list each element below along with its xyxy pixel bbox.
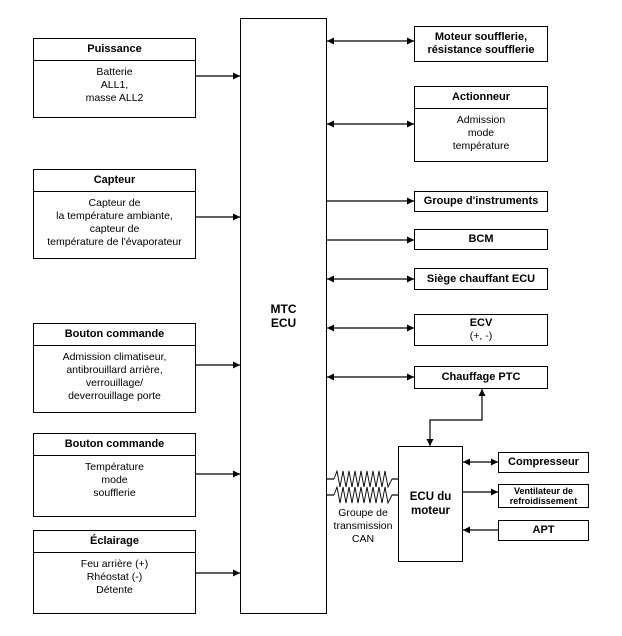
input-title: Capteur: [34, 170, 195, 192]
input-title: Éclairage: [34, 531, 195, 553]
output-title: Actionneur: [415, 87, 547, 109]
input-body: Température mode soufflerie: [85, 461, 144, 499]
output-ptc: Chauffage PTC: [414, 366, 548, 389]
output-cluster: Groupe d'instruments: [414, 191, 548, 212]
mtc-ecu-label: MTC ECU: [270, 302, 297, 330]
output-label: Compresseur: [508, 456, 579, 468]
engine-ecu-box: ECU du moteur: [398, 446, 463, 562]
output-label: Chauffage PTC: [441, 371, 521, 383]
input-puissance: Puissance Batterie ALL1, masse ALL2: [33, 38, 196, 118]
input-bouton-commande-2: Bouton commande Température mode souffle…: [33, 433, 196, 517]
input-title: Bouton commande: [34, 434, 195, 456]
input-body: Batterie ALL1, masse ALL2: [85, 66, 144, 104]
input-body: Capteur de la température ambiante, capt…: [47, 197, 182, 248]
input-title: Bouton commande: [34, 324, 195, 346]
ecv-title: ECV: [469, 317, 493, 329]
output-label: APT: [532, 524, 555, 536]
output-fan: Ventilateur de refroidissement: [498, 484, 589, 508]
engine-ecu-label: ECU du moteur: [409, 491, 452, 517]
output-label: Ventilateur de refroidissement: [509, 486, 578, 506]
output-body: Admission mode température: [452, 114, 510, 152]
can-spring-bottom: [333, 485, 393, 505]
output-label: BCM: [468, 233, 494, 245]
can-spring-top: [333, 469, 393, 489]
input-body: Admission climatiseur, antibrouillard ar…: [62, 351, 167, 402]
input-eclairage: Éclairage Feu arrière (+) Rhéostat (-) D…: [33, 530, 196, 614]
input-title: Puissance: [34, 39, 195, 61]
output-label: Groupe d'instruments: [423, 195, 539, 207]
output-actionneur: Actionneur Admission mode température: [414, 86, 548, 162]
output-bcm: BCM: [414, 229, 548, 250]
mtc-ecu-box: [240, 18, 327, 614]
arrow-ptc-engine: [426, 389, 486, 446]
output-compressor: Compresseur: [498, 452, 589, 473]
output-label: Moteur soufflerie, résistance soufflerie: [427, 31, 535, 56]
can-label: Groupe de transmission CAN: [333, 507, 393, 545]
input-capteur: Capteur Capteur de la température ambian…: [33, 169, 196, 259]
input-body: Feu arrière (+) Rhéostat (-) Détente: [80, 558, 149, 596]
ecv-sub: (+, -): [469, 330, 493, 342]
output-apt: APT: [498, 520, 589, 541]
input-bouton-commande-1: Bouton commande Admission climatiseur, a…: [33, 323, 196, 413]
output-label: ECV (+, -): [415, 315, 547, 345]
output-label: Siège chauffant ECU: [426, 272, 536, 285]
output-heated-seat: Siège chauffant ECU: [414, 268, 548, 290]
output-ecv: ECV (+, -): [414, 314, 548, 346]
output-blower: Moteur soufflerie, résistance soufflerie: [414, 26, 548, 62]
